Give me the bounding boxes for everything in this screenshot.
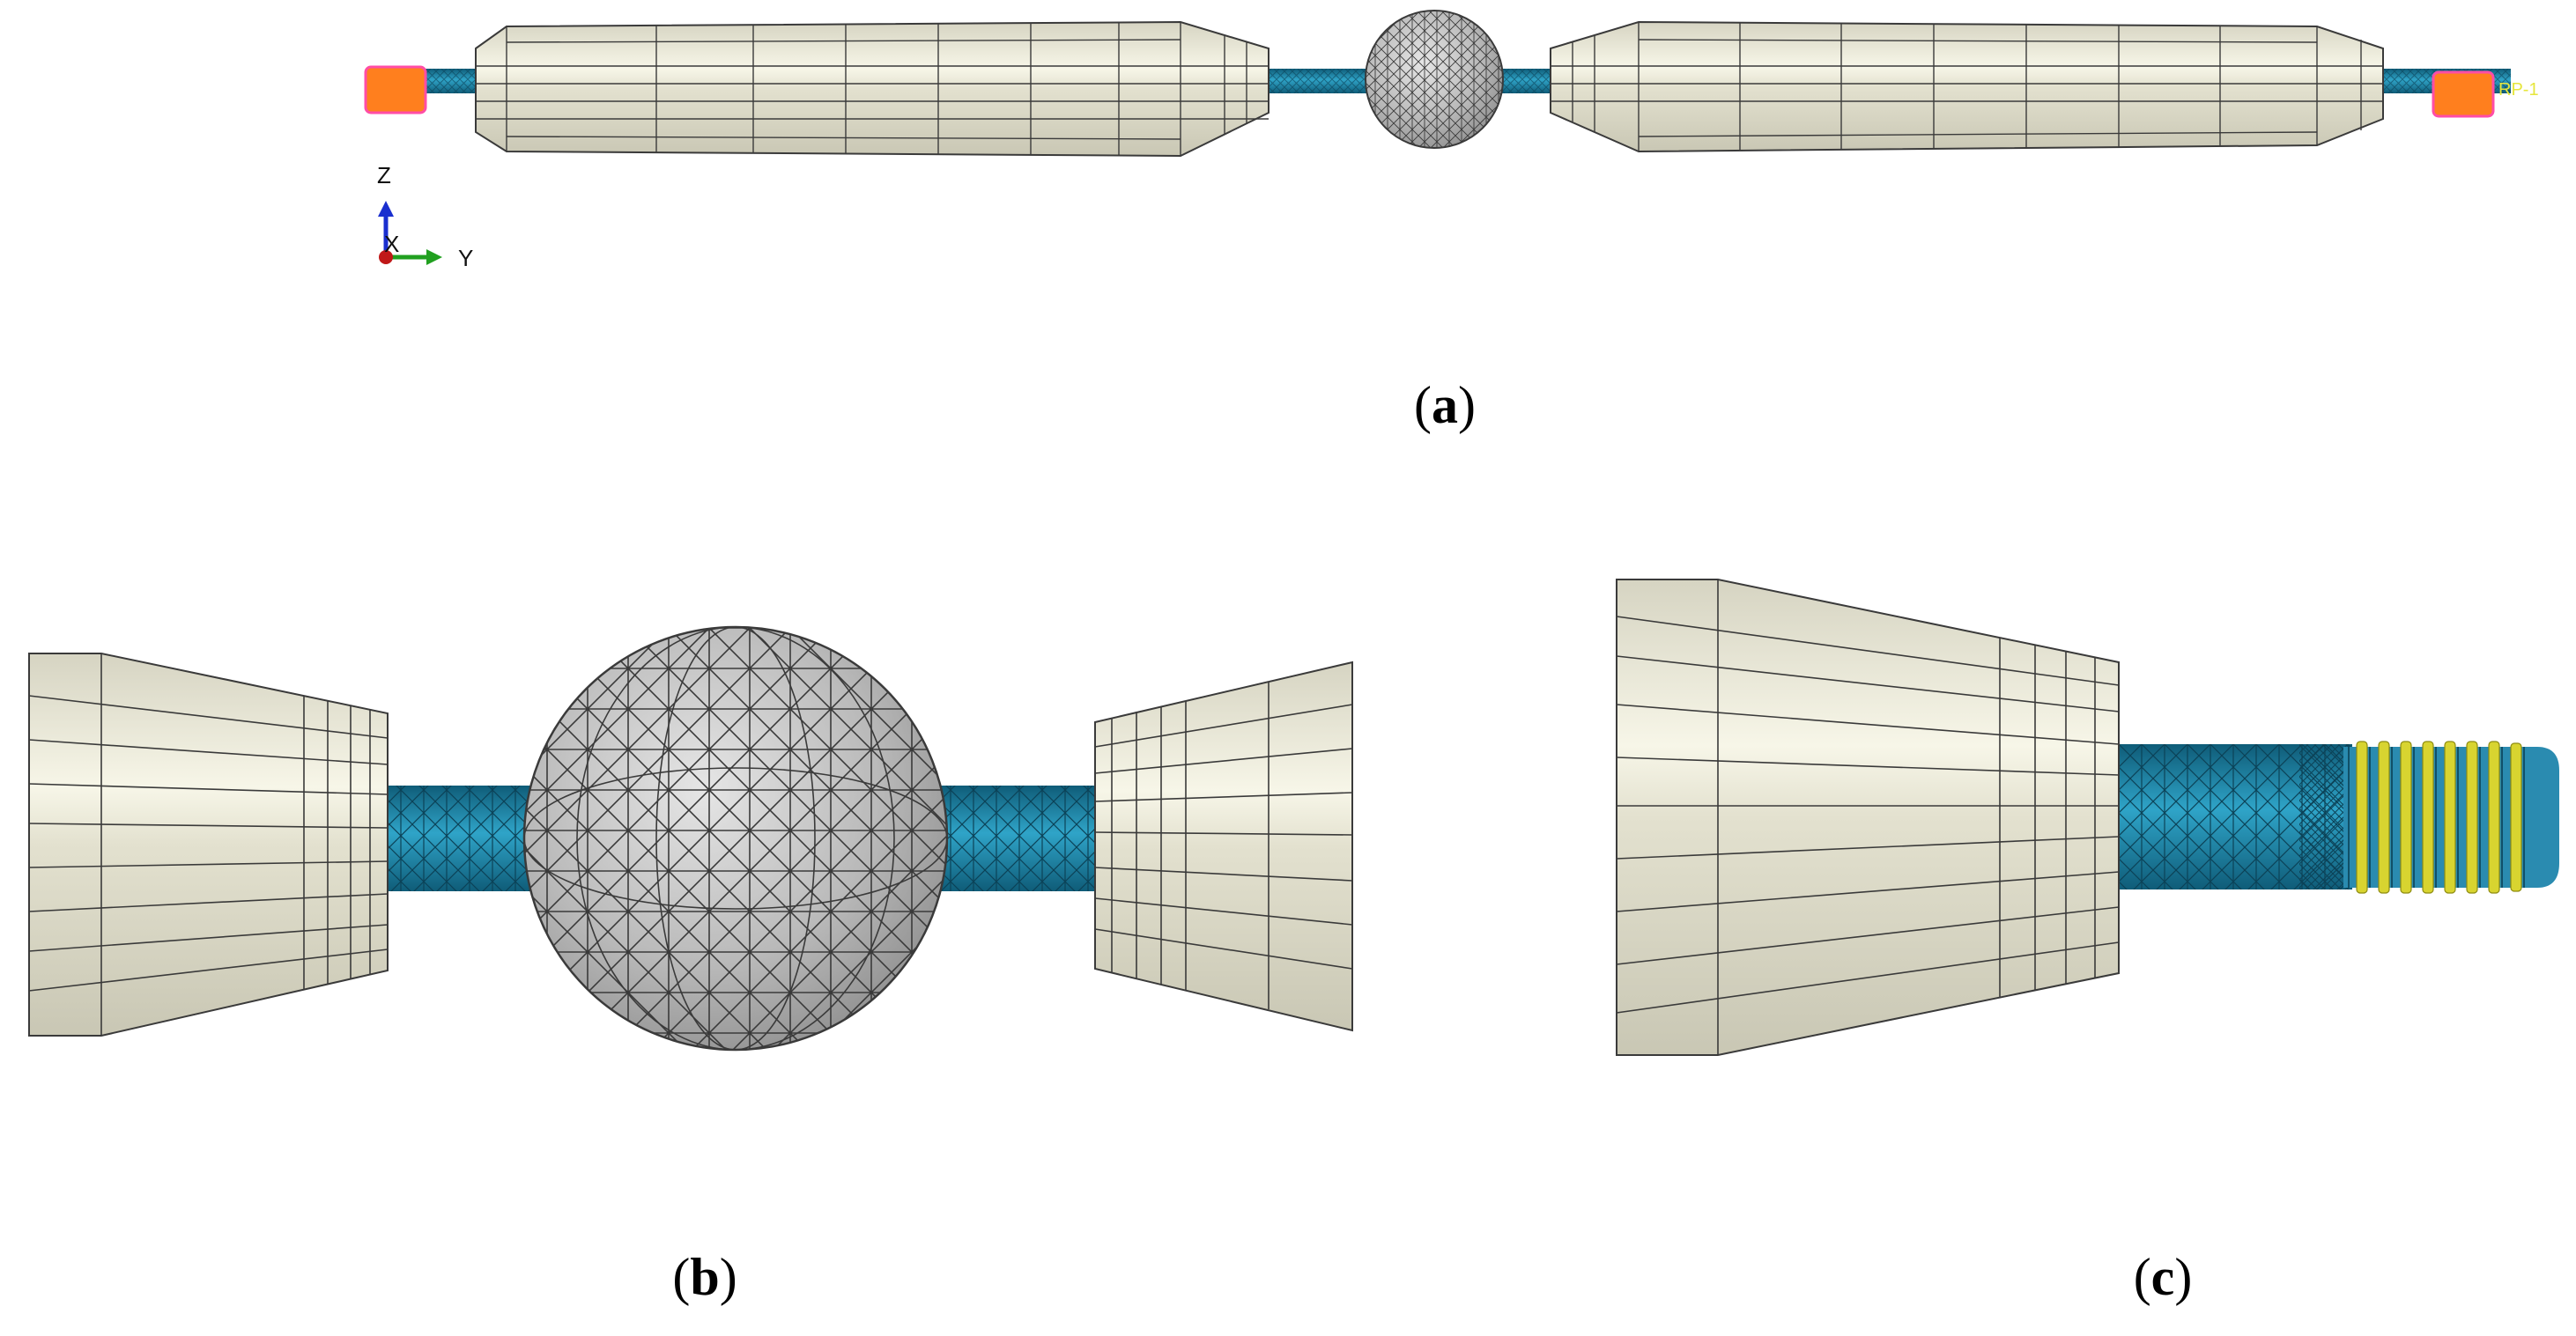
panel-c-threaded-end xyxy=(2343,741,2559,894)
panel-b-left-tube xyxy=(28,653,389,1037)
panel-a-right-tube xyxy=(1550,20,2384,153)
panel-c-tube xyxy=(1616,579,2120,1056)
panel-a-right-end-block xyxy=(2432,70,2495,118)
panel-a-sphere xyxy=(1365,10,1504,149)
panel-c-thread-detail: (c) xyxy=(1616,579,2559,1306)
panel-b-sphere-detail: (b) xyxy=(28,625,1353,1306)
y-axis-label: Y xyxy=(458,245,473,271)
panel-b-right-tube xyxy=(1094,661,1353,1032)
caption-a: (a) xyxy=(1414,376,1476,434)
caption-c: (c) xyxy=(2134,1248,2193,1306)
x-axis-dot xyxy=(379,250,393,264)
z-axis-label: Z xyxy=(377,162,391,188)
panel-b-sphere xyxy=(522,625,949,1052)
panel-a-left-tube xyxy=(475,20,1269,158)
axis-triad: Z Y X xyxy=(377,162,473,271)
reference-point-label: RP-1 xyxy=(2498,80,2539,100)
caption-b: (b) xyxy=(672,1248,737,1306)
panel-a-full-assembly: RP-1 xyxy=(364,10,2539,434)
x-axis-label: X xyxy=(384,231,399,257)
panel-a-left-end-block xyxy=(364,65,427,114)
